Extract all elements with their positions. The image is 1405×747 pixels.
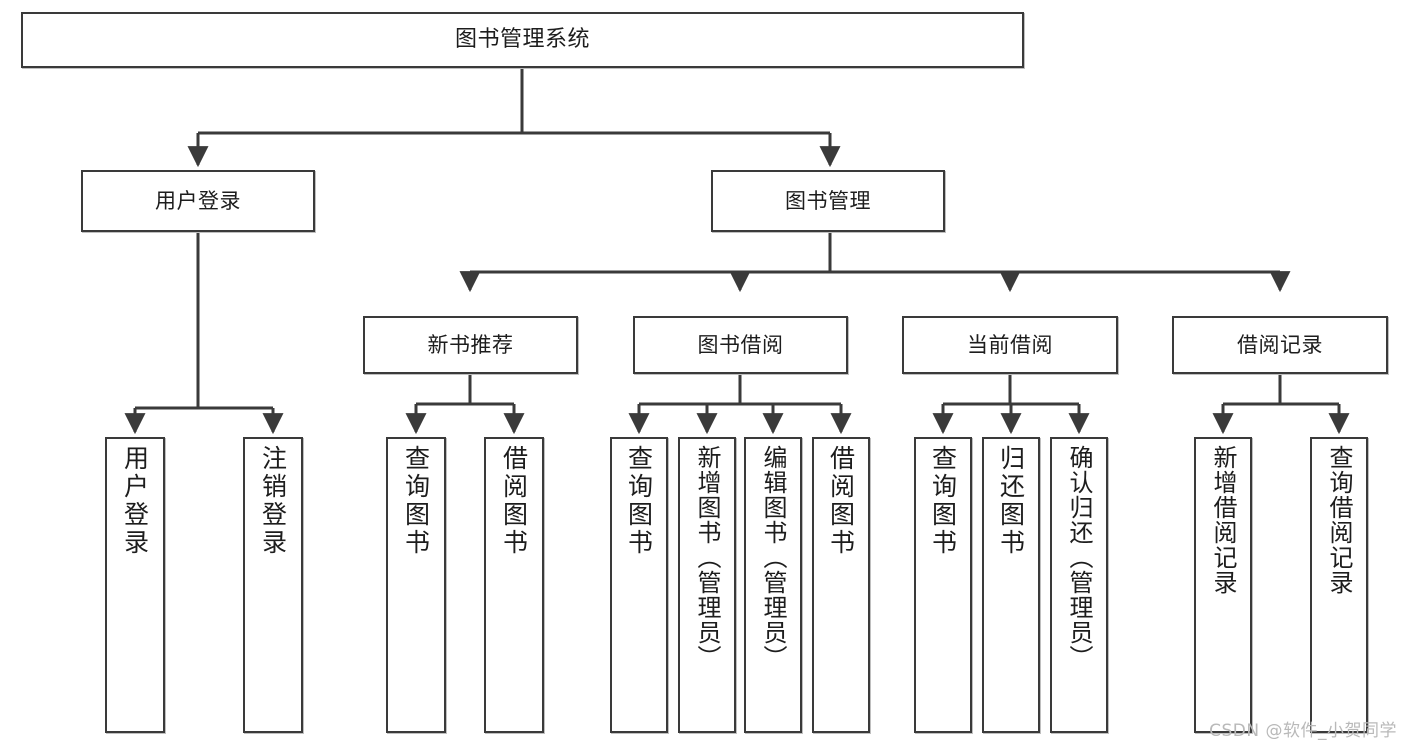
node-current-borrow[interactable]: 当前借阅: [902, 316, 1118, 374]
node-leaf-logout[interactable]: 注销登录: [243, 437, 303, 733]
node-root[interactable]: 图书管理系统: [21, 12, 1024, 68]
node-leaf-add-book[interactable]: 新增图书（管理员）: [678, 437, 736, 733]
node-leaf-add-borrow-record-label: 新增借阅记录: [1209, 445, 1237, 595]
node-book-manage-label: 图书管理: [785, 188, 871, 213]
node-leaf-query-book-3-label: 查询图书: [928, 445, 958, 557]
edge-new-book-rec-to-leaves: [405, 374, 525, 435]
node-leaf-user-login-label: 用户登录: [120, 445, 150, 557]
node-current-borrow-label: 当前借阅: [967, 332, 1053, 357]
node-leaf-query-book-2[interactable]: 查询图书: [610, 437, 668, 733]
node-leaf-add-book-label: 新增图书（管理员）: [693, 445, 721, 670]
node-borrow-record-label: 借阅记录: [1237, 332, 1323, 357]
node-leaf-return-book-label: 归还图书: [996, 445, 1026, 557]
node-leaf-user-login[interactable]: 用户登录: [105, 437, 165, 733]
node-book-manage[interactable]: 图书管理: [711, 170, 945, 232]
node-user-login-label: 用户登录: [155, 188, 241, 213]
node-leaf-query-book-1-label: 查询图书: [401, 445, 431, 557]
node-leaf-borrow-book-1[interactable]: 借阅图书: [484, 437, 544, 733]
node-leaf-confirm-return[interactable]: 确认归还（管理员）: [1050, 437, 1108, 733]
node-leaf-edit-book-label: 编辑图书（管理员）: [759, 445, 787, 670]
node-leaf-add-borrow-record[interactable]: 新增借阅记录: [1194, 437, 1252, 733]
node-leaf-return-book[interactable]: 归还图书: [982, 437, 1040, 733]
node-leaf-borrow-book-1-label: 借阅图书: [499, 445, 529, 557]
node-leaf-query-book-2-label: 查询图书: [624, 445, 654, 557]
node-leaf-query-book-1[interactable]: 查询图书: [386, 437, 446, 733]
edge-borrow-record-to-leaves: [1212, 374, 1350, 435]
node-leaf-query-borrow-record[interactable]: 查询借阅记录: [1310, 437, 1368, 733]
node-leaf-borrow-book-2[interactable]: 借阅图书: [812, 437, 870, 733]
node-book-borrow-label: 图书借阅: [697, 332, 784, 357]
edge-user-login-to-leaves: [124, 232, 284, 435]
node-borrow-record[interactable]: 借阅记录: [1172, 316, 1388, 374]
node-book-borrow[interactable]: 图书借阅: [633, 316, 848, 374]
node-leaf-confirm-return-label: 确认归还（管理员）: [1065, 445, 1093, 670]
edge-book-borrow-to-leaves: [628, 374, 852, 435]
node-user-login[interactable]: 用户登录: [81, 170, 315, 232]
edge-book-manage-to-level3: [459, 232, 1291, 293]
node-leaf-logout-label: 注销登录: [258, 445, 288, 557]
node-leaf-query-book-3[interactable]: 查询图书: [914, 437, 972, 733]
node-new-book-recommendation[interactable]: 新书推荐: [363, 316, 578, 374]
node-leaf-edit-book[interactable]: 编辑图书（管理员）: [744, 437, 802, 733]
node-leaf-borrow-book-2-label: 借阅图书: [826, 445, 856, 557]
node-leaf-query-borrow-record-label: 查询借阅记录: [1325, 445, 1353, 595]
edge-root-to-level2: [187, 68, 841, 168]
node-new-book-recommendation-label: 新书推荐: [427, 332, 514, 357]
node-root-label: 图书管理系统: [454, 27, 590, 53]
watermark-text: CSDN @软件_小贺同学: [1209, 721, 1397, 741]
edge-current-borrow-to-leaves: [932, 374, 1090, 435]
